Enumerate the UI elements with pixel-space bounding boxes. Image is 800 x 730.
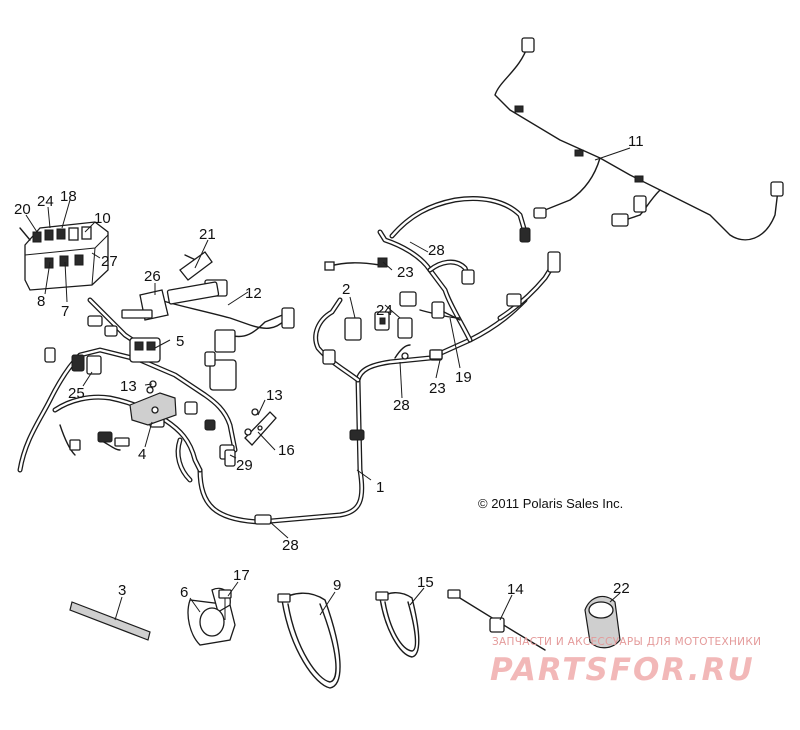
cable-tie-small: [375, 591, 420, 658]
callout-2: 2: [342, 281, 350, 298]
push-tie-part: [447, 589, 546, 651]
callout-labels: 1 2 3 4 5 6 7 8 9 10 11 12 13 13 14 15 1…: [14, 133, 644, 601]
rear-harness: [494, 37, 784, 241]
cable-tie-large: [277, 592, 341, 689]
callout-23b: 23: [429, 380, 446, 397]
callout-28b: 28: [393, 397, 410, 414]
callout-26: 26: [144, 268, 161, 285]
callout-23a: 23: [397, 264, 414, 281]
callout-29: 29: [236, 457, 253, 474]
callout-21: 21: [199, 226, 216, 243]
callout-22: 22: [613, 580, 630, 597]
watermark: ЗАПЧАСТИ И АКСЕССУАРЫ ДЛЯ МОТОТЕХНИКИ PA…: [490, 636, 761, 688]
tape-part: [69, 601, 151, 641]
callout-24b: 24: [376, 302, 393, 319]
callout-15: 15: [417, 574, 434, 591]
clip-part: [584, 595, 621, 649]
callout-7: 7: [61, 303, 69, 320]
watermark-logo: PARTSFOR.RU: [490, 652, 755, 688]
callout-4: 4: [138, 446, 146, 463]
callout-6: 6: [180, 584, 188, 601]
callout-5: 5: [176, 333, 184, 350]
callout-16: 16: [278, 442, 295, 459]
callout-9: 9: [333, 577, 341, 594]
leader-lines: [25, 147, 631, 621]
callout-28c: 28: [282, 537, 299, 554]
callout-28a: 28: [428, 242, 445, 259]
callout-3: 3: [118, 582, 126, 599]
callout-18: 18: [60, 188, 77, 205]
callout-19: 19: [455, 369, 472, 386]
copyright-text: © 2011 Polaris Sales Inc.: [478, 496, 623, 511]
callout-25: 25: [68, 385, 85, 402]
callout-24a: 24: [37, 193, 54, 210]
callout-11: 11: [628, 133, 644, 150]
watermark-caption: ЗАПЧАСТИ И АКСЕССУАРЫ ДЛЯ МОТОТЕХНИКИ: [492, 636, 761, 648]
callout-17: 17: [233, 567, 250, 584]
callout-1: 1: [376, 479, 384, 496]
callout-13b: 13: [266, 387, 283, 404]
callout-10: 10: [94, 210, 111, 227]
callout-14: 14: [507, 581, 524, 598]
callout-20: 20: [14, 201, 31, 218]
fuse-box: [19, 221, 109, 291]
callout-12: 12: [245, 285, 262, 302]
callout-13a: 13: [120, 378, 137, 395]
front-harness: [17, 251, 295, 483]
callout-27: 27: [101, 253, 118, 270]
callout-8: 8: [37, 293, 45, 310]
main-harness: [197, 196, 561, 525]
